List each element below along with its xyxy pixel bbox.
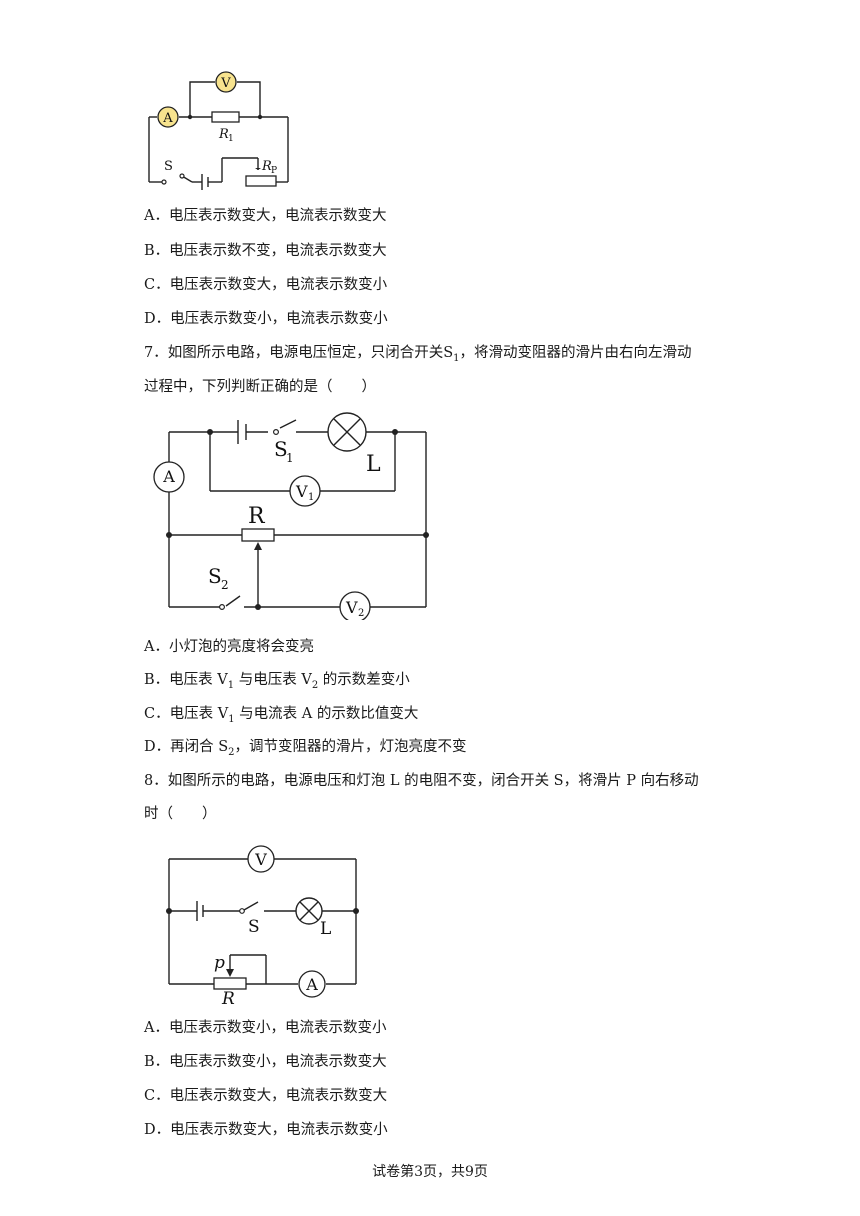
q7-stem-text: 7．如图所示电路，电源电压恒定，只闭合开关S xyxy=(144,345,454,361)
q8-lamp-label: L xyxy=(320,919,331,939)
q8-ammeter xyxy=(298,970,326,998)
q8-option-a[interactable]: A．电压表示数变小，电流表示数变小 xyxy=(144,1020,387,1036)
q7-option-c-text2: 与电流表 A 的示数比值变大 xyxy=(234,706,419,722)
q6-voltmeter-label: V xyxy=(220,76,231,91)
q7-option-c[interactable]: C．电压表 V1 与电流表 A 的示数比值变大 xyxy=(144,704,418,730)
q7-stem-line1: 7．如图所示电路，电源电压恒定，只闭合开关S1，将滑动变阻器的滑片由右向左滑动 xyxy=(144,343,692,369)
q7-ammeter xyxy=(153,461,185,493)
q6-option-c[interactable]: C．电压表示数变大，电流表示数变小 xyxy=(144,277,388,293)
page-footer: 试卷第3页，共9页 xyxy=(372,1164,488,1180)
q7-option-b-text2: 与电压表 V xyxy=(234,672,312,688)
q8-voltmeter-label: V xyxy=(254,850,267,869)
q8-stem-line1: 8．如图所示的电路，电源电压和灯泡 L 的电阻不变，闭合开关 S，将滑片 P 向… xyxy=(144,773,699,789)
q7-s1-label: S xyxy=(274,437,288,461)
q6-switch-label: S xyxy=(164,159,173,174)
q7-option-d[interactable]: D．再闭合 S2，调节变阻器的滑片，灯泡亮度不变 xyxy=(144,737,467,763)
q6-option-d[interactable]: D．电压表示数变小，电流表示数变小 xyxy=(144,311,388,327)
q6-rp-sub: P xyxy=(271,166,277,176)
q8-stem-line2: 时（ ） xyxy=(144,806,217,822)
q7-resistor-label: R xyxy=(248,504,266,529)
q6-voltmeter xyxy=(215,71,237,93)
q7-option-c-sub: 1 xyxy=(228,713,235,725)
q8-slider-label: p xyxy=(214,953,225,973)
q7-s2-label: S xyxy=(208,564,222,588)
q7-lamp-label: L xyxy=(366,452,381,477)
q7-option-c-text1: C．电压表 V xyxy=(144,706,229,722)
q8-voltmeter xyxy=(247,845,275,873)
q7-v2-sub: 2 xyxy=(358,608,364,619)
q6-option-a[interactable]: A．电压表示数变大，电流表示数变大 xyxy=(144,208,387,224)
q7-v2-label: V xyxy=(345,598,358,617)
q8-switch-label: S xyxy=(248,917,260,937)
q7-v1-sub: 1 xyxy=(308,492,314,503)
q6-rp-label: R xyxy=(261,159,272,174)
q7-option-b[interactable]: B．电压表 V1 与电压表 V2 的示数差变小 xyxy=(144,670,410,696)
q7-option-d-sub: 2 xyxy=(228,746,235,758)
q7-option-a[interactable]: A．小灯泡的亮度将会变亮 xyxy=(144,639,314,655)
q7-option-b-sub1: 1 xyxy=(227,679,235,691)
q6-circuit-diagram: V A R 1 S R P xyxy=(148,71,289,190)
q7-option-d-text2: ，调节变阻器的滑片，灯泡亮度不变 xyxy=(234,739,467,755)
q6-ammeter-label: A xyxy=(162,111,173,126)
q7-s2-sub: 2 xyxy=(221,578,229,592)
q7-circuit-diagram: A V 1 V 2 S 1 L R S 2 xyxy=(153,412,429,620)
q7-option-b-text3: 的示数差变小 xyxy=(318,672,410,688)
q8-circuit-diagram: V A S L p R xyxy=(166,845,359,1008)
q7-voltmeter-v1 xyxy=(289,475,321,507)
q6-r1-sub: 1 xyxy=(228,134,234,144)
q7-stem-sub: 1 xyxy=(453,352,460,364)
q7-s1-sub: 1 xyxy=(286,451,294,465)
q7-v1-label: V xyxy=(295,482,308,501)
q7-ammeter-label: A xyxy=(162,467,175,486)
q7-option-d-text1: D．再闭合 S xyxy=(144,739,229,755)
q7-option-b-sub2: 2 xyxy=(311,679,319,691)
q8-option-b[interactable]: B．电压表示数变小，电流表示数变大 xyxy=(144,1054,387,1070)
q6-r1-label: R xyxy=(218,127,229,142)
q7-stem-line2: 过程中，下列判断正确的是（ ） xyxy=(144,379,376,395)
q6-option-b[interactable]: B．电压表示数不变，电流表示数变大 xyxy=(144,243,387,259)
q7-option-b-text1: B．电压表 V xyxy=(144,672,228,688)
q8-ammeter-label: A xyxy=(305,975,318,994)
q6-ammeter xyxy=(157,106,179,128)
q8-option-c[interactable]: C．电压表示数变大，电流表示数变大 xyxy=(144,1088,388,1104)
q8-resistor-label: R xyxy=(221,989,235,1008)
q7-voltmeter-v2 xyxy=(339,591,371,620)
q8-option-d[interactable]: D．电压表示数变大，电流表示数变小 xyxy=(144,1122,388,1138)
q7-stem-tail: ，将滑动变阻器的滑片由右向左滑动 xyxy=(459,345,692,361)
